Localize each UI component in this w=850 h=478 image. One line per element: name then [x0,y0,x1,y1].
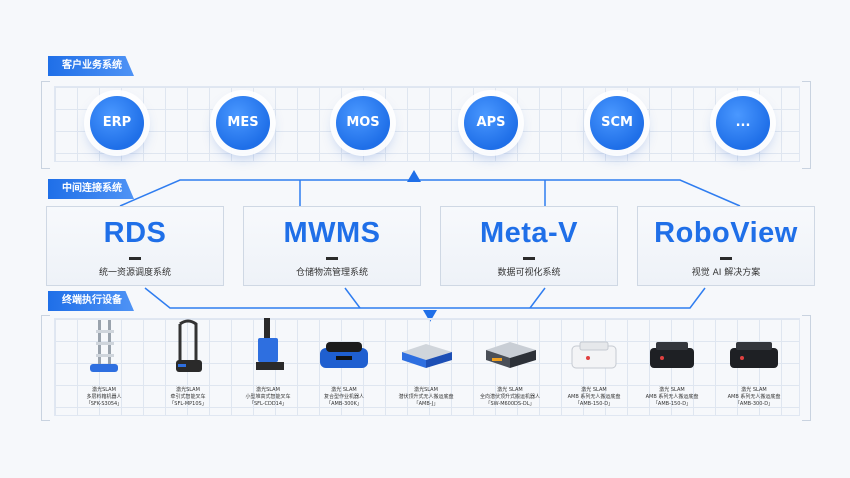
bottom-connector [144,287,706,309]
customer-panel [54,86,800,162]
system-aps[interactable]: APS [464,96,518,150]
middleware-title: Meta-V [479,217,579,249]
middleware-roboview[interactable]: RoboView 视觉 AI 解决方案 [637,206,815,286]
cart-robot-icon [176,319,202,372]
system-scm[interactable]: SCM [590,96,644,150]
divider [720,257,732,260]
stacker-forklift-icon [256,318,284,370]
top-connector [119,179,741,207]
middleware-title: RDS [103,217,167,249]
system-more[interactable]: ... [716,96,770,150]
black-chassis-icon [650,342,694,368]
middleware-title: MWMS [283,217,381,249]
terminal-frame [40,314,812,421]
up-arrow-icon [407,170,421,182]
omni-lift-robot-icon [486,342,536,368]
system-mos[interactable]: MOS [336,96,390,150]
white-chassis-icon [571,341,617,369]
section-tag-terminal: 终端执行设备 [48,291,134,311]
divider [326,257,338,260]
middleware-mwms[interactable]: MWMS 仓储物流管理系统 [243,206,421,286]
middleware-desc: 数据可视化系统 [497,268,561,278]
middleware-meta-v[interactable]: Meta-V 数据可视化系统 [440,206,618,286]
middleware-desc: 统一资源调度系统 [98,268,171,278]
lift-chassis-icon [402,344,452,368]
middleware-title: RoboView [654,217,798,249]
tower-robot-icon [90,320,118,372]
divider [129,257,141,260]
middleware-rds[interactable]: RDS 统一资源调度系统 [46,206,224,286]
composite-robot-icon [320,342,368,368]
middleware-desc: 仓储物流管理系统 [295,268,368,278]
down-arrow-icon [423,310,437,322]
divider [523,257,535,260]
customer-frame [40,80,812,169]
middleware-desc: 视觉 AI 解决方案 [691,268,761,278]
section-tag-customer: 客户业务系统 [48,56,134,76]
system-mes[interactable]: MES [216,96,270,150]
black-chassis-large-icon [730,342,778,368]
system-erp[interactable]: ERP [90,96,144,150]
section-tag-middleware: 中间连接系统 [48,179,134,199]
